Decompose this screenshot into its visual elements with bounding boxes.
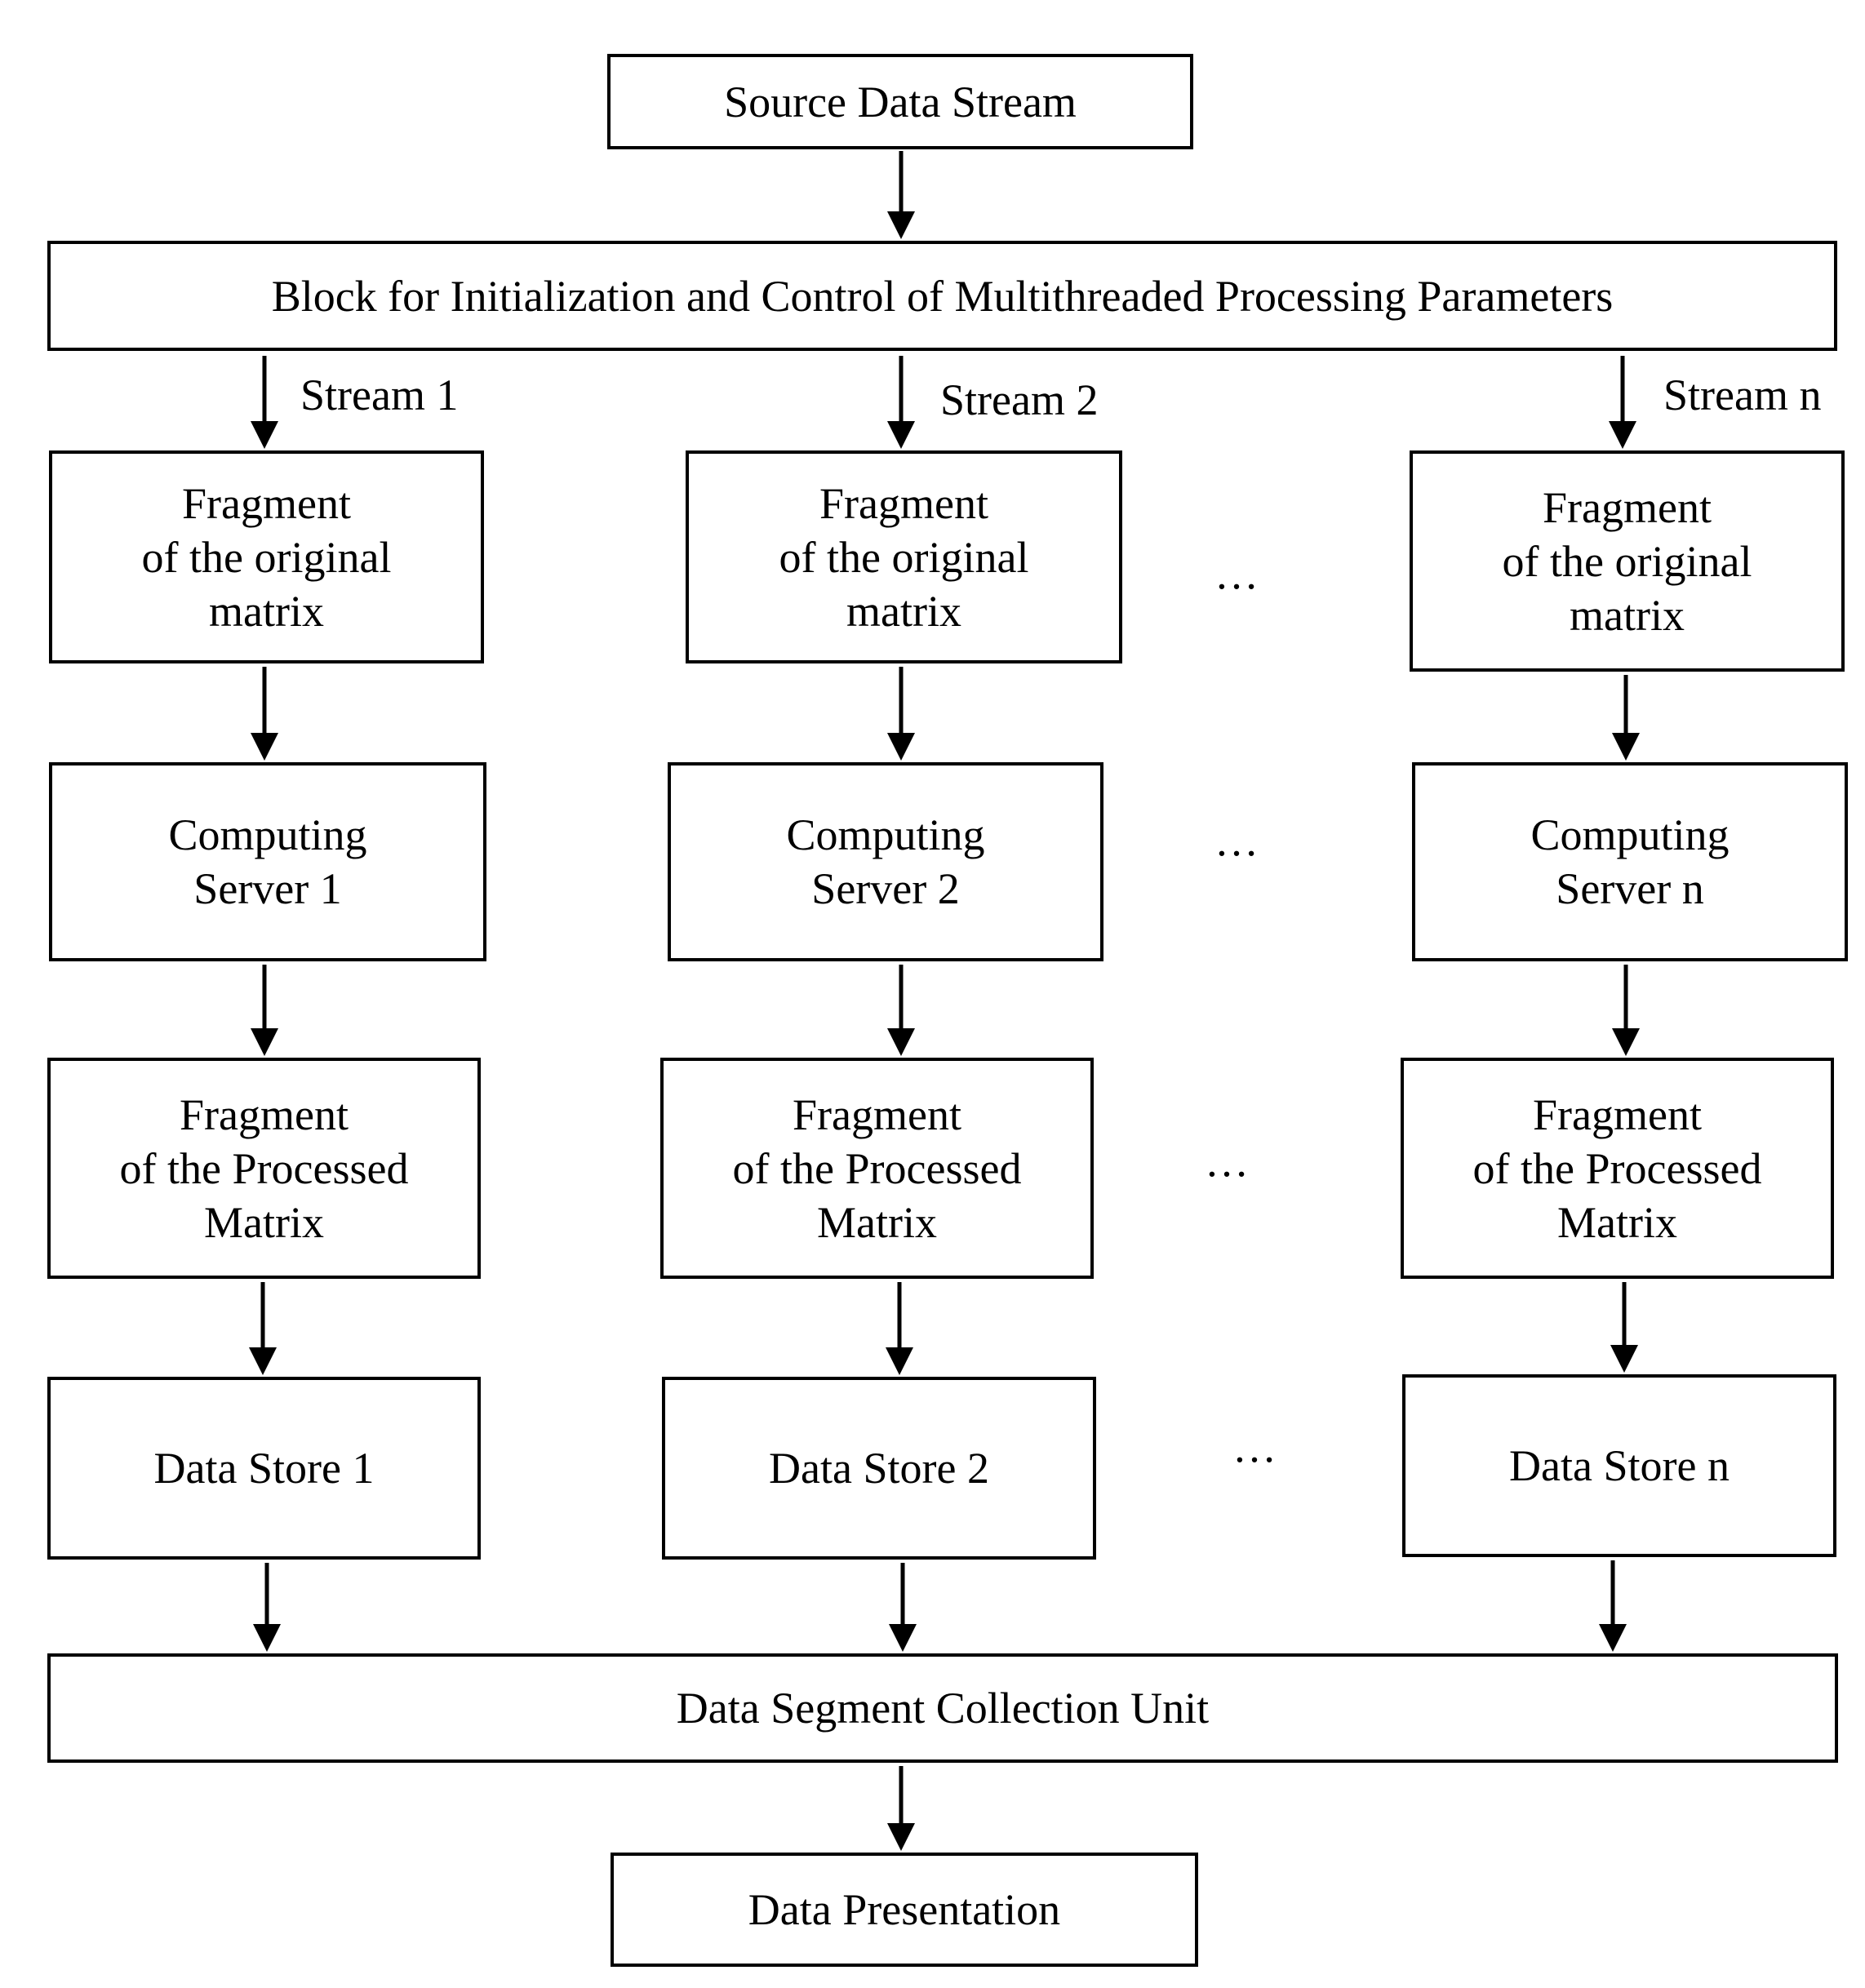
fragment-original-box-2: Fragment of the original matrix: [686, 450, 1122, 663]
computing-server-box-1: Computing Server 1: [49, 762, 486, 961]
fragment-processed-1-line-2: of the Processed: [119, 1143, 409, 1193]
arrow-server-1-to-processed-1: [251, 965, 278, 1056]
ellipsis-row-3: …: [1205, 1137, 1252, 1186]
stream-label-n: Stream n: [1663, 371, 1822, 419]
arrow-source-to-control: [887, 151, 915, 239]
ellipsis-row-1: …: [1214, 549, 1262, 598]
computing-server-1-line-2: Server 1: [193, 864, 342, 913]
source-data-stream-label: Source Data Stream: [724, 77, 1077, 126]
collection-unit-label: Data Segment Collection Unit: [676, 1684, 1210, 1733]
fragment-processed-box-n: Fragment of the Processed Matrix: [1401, 1058, 1834, 1279]
arrow-control-to-fragment-n: [1609, 356, 1636, 449]
computing-server-1-line-1: Computing: [168, 810, 367, 859]
arrow-fragment-1-to-server-1: [251, 667, 278, 761]
data-presentation-label: Data Presentation: [748, 1885, 1061, 1934]
arrow-processed-2-to-store-2: [886, 1282, 913, 1375]
ellipsis-row-2: …: [1214, 816, 1262, 865]
fragment-processed-box-1: Fragment of the Processed Matrix: [47, 1058, 481, 1279]
fragment-original-2-line-1: Fragment: [819, 478, 988, 528]
computing-server-2-line-1: Computing: [786, 810, 985, 859]
arrow-fragment-2-to-server-2: [887, 667, 915, 761]
fragment-processed-n-line-2: of the Processed: [1472, 1143, 1762, 1193]
arrow-store-1-to-collection: [253, 1563, 281, 1652]
fragment-original-1-line-2: of the original: [141, 532, 392, 582]
fragment-original-2-line-2: of the original: [779, 532, 1029, 582]
fragment-processed-box-2: Fragment of the Processed Matrix: [660, 1058, 1094, 1279]
fragment-original-box-n: Fragment of the original matrix: [1410, 450, 1845, 672]
computing-server-2-line-2: Server 2: [811, 864, 960, 913]
source-data-stream-box: Source Data Stream: [607, 54, 1193, 149]
fragment-processed-2-line-2: of the Processed: [732, 1143, 1022, 1193]
data-store-1-label: Data Store 1: [153, 1444, 375, 1493]
fragment-processed-1-line-1: Fragment: [180, 1089, 349, 1139]
fragment-original-n-line-1: Fragment: [1543, 482, 1712, 532]
data-store-box-1: Data Store 1: [47, 1377, 481, 1560]
data-store-n-label: Data Store n: [1509, 1441, 1730, 1490]
computing-server-box-2: Computing Server 2: [668, 762, 1103, 961]
fragment-processed-1-line-3: Matrix: [204, 1197, 324, 1247]
fragment-processed-n-line-3: Matrix: [1557, 1197, 1677, 1247]
arrow-fragment-n-to-server-n: [1612, 675, 1640, 761]
control-block-box: Block for Initialization and Control of …: [47, 241, 1837, 351]
fragment-original-2-line-3: matrix: [846, 586, 961, 636]
control-block-label: Block for Initialization and Control of …: [271, 271, 1614, 321]
computing-server-n-line-2: Server n: [1556, 864, 1704, 913]
arrow-server-2-to-processed-2: [887, 965, 915, 1056]
fragment-original-1-line-1: Fragment: [182, 478, 351, 528]
arrow-processed-n-to-store-n: [1610, 1282, 1638, 1373]
arrow-control-to-fragment-2: [887, 356, 915, 449]
data-store-box-2: Data Store 2: [662, 1377, 1096, 1560]
arrow-control-to-fragment-1: [251, 356, 278, 449]
arrow-server-n-to-processed-n: [1612, 965, 1640, 1056]
ellipsis-row-4: …: [1232, 1422, 1280, 1471]
arrow-processed-1-to-store-1: [249, 1282, 277, 1375]
data-presentation-box: Data Presentation: [611, 1853, 1198, 1967]
fragment-original-n-line-2: of the original: [1502, 536, 1752, 586]
fragment-original-1-line-3: matrix: [209, 586, 324, 636]
stream-label-2: Stream 2: [940, 375, 1099, 424]
arrow-store-2-to-collection: [889, 1563, 917, 1652]
fragment-processed-2-line-1: Fragment: [793, 1089, 961, 1139]
data-store-2-label: Data Store 2: [769, 1444, 989, 1493]
collection-unit-box: Data Segment Collection Unit: [47, 1653, 1838, 1763]
fragment-original-box-1: Fragment of the original matrix: [49, 450, 484, 663]
fragment-processed-n-line-1: Fragment: [1533, 1089, 1702, 1139]
arrow-store-n-to-collection: [1599, 1560, 1627, 1652]
arrow-collection-to-presentation: [887, 1766, 915, 1851]
fragment-original-n-line-3: matrix: [1570, 590, 1685, 640]
stream-label-1: Stream 1: [300, 371, 459, 419]
computing-server-n-line-1: Computing: [1530, 810, 1730, 859]
data-store-box-n: Data Store n: [1402, 1374, 1836, 1557]
computing-server-box-n: Computing Server n: [1412, 762, 1848, 961]
fragment-processed-2-line-3: Matrix: [817, 1197, 937, 1247]
